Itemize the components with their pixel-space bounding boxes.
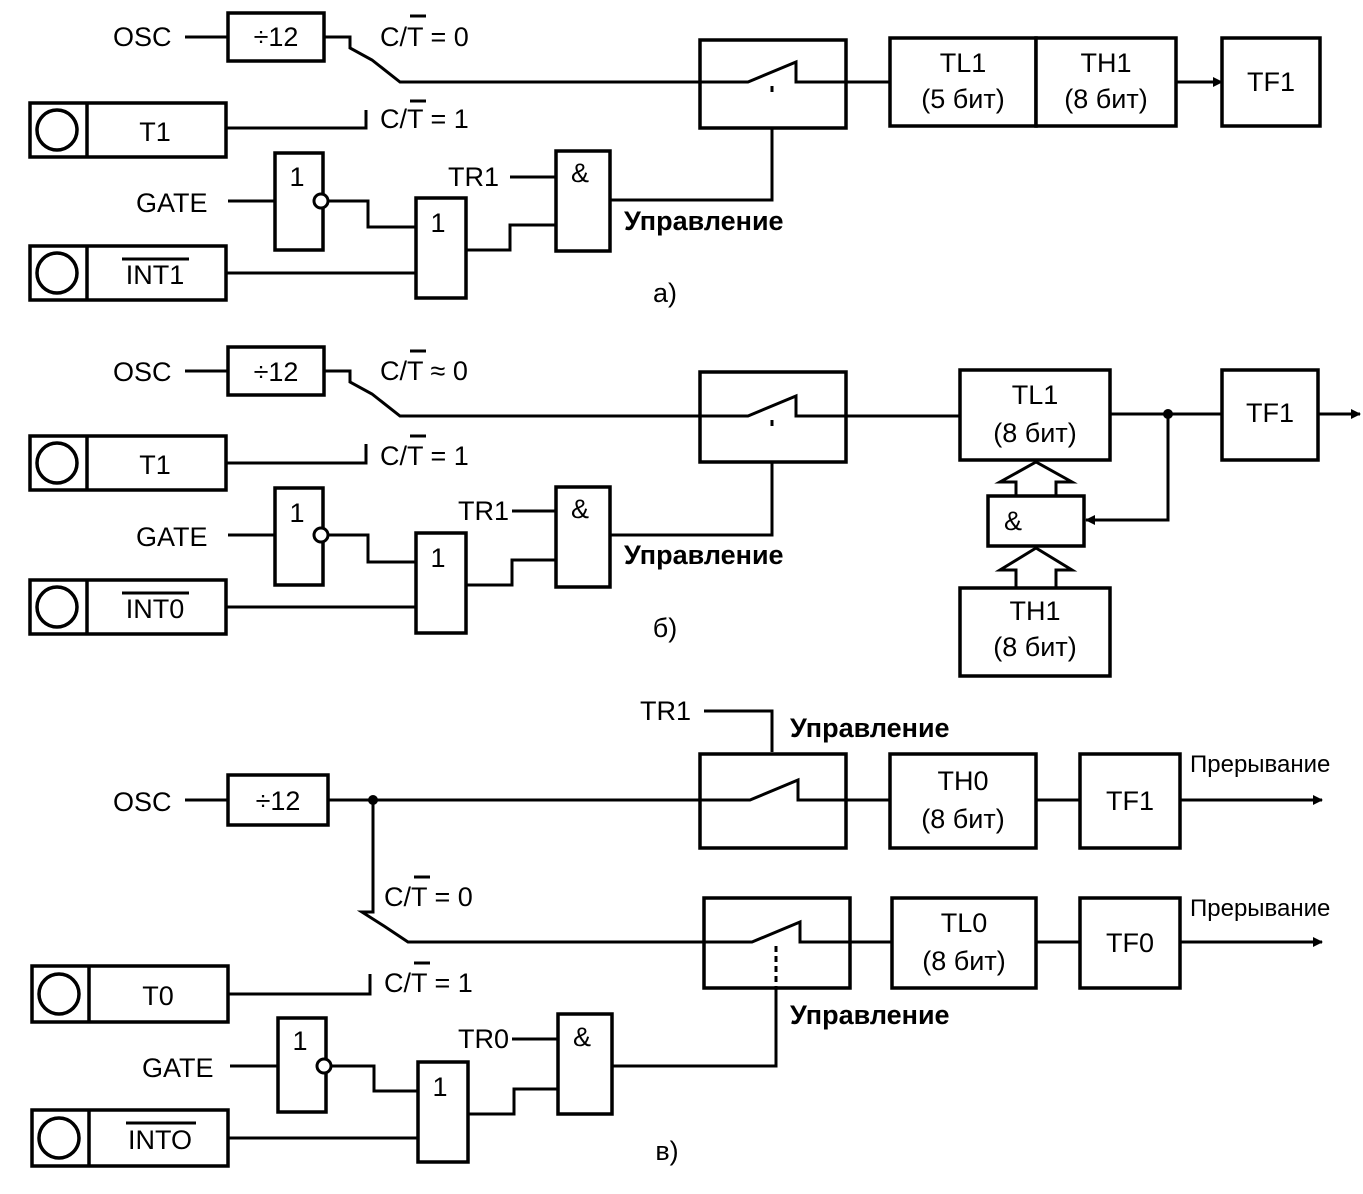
interrupt-top-label: Прерывание xyxy=(1190,751,1330,778)
and-gate-label: & xyxy=(571,158,589,188)
switch-box xyxy=(698,38,848,130)
not-gate-label: 1 xyxy=(289,498,304,528)
gate-label: GATE xyxy=(136,188,208,218)
bus-arrow-up-icon xyxy=(994,460,1078,496)
counter-low-label: TL0 xyxy=(941,908,988,938)
counter-high-bits: (8 бит) xyxy=(921,804,1004,834)
pin-t-label: T1 xyxy=(139,450,171,480)
ct0-label: C/T = 0 xyxy=(384,882,473,912)
control-label: Управление xyxy=(624,540,784,570)
or-gate-label: 1 xyxy=(432,1072,447,1102)
flag-top-label: TF1 xyxy=(1106,786,1154,816)
tr-label: TR1 xyxy=(458,496,509,526)
not-gate-label: 1 xyxy=(289,162,304,192)
ct1-label: C/T = 1 xyxy=(380,441,469,471)
counter-high-label: TH1 xyxy=(1080,48,1131,78)
flag-label: TF1 xyxy=(1246,398,1294,428)
counter-low xyxy=(890,896,1038,990)
reload-gate-label: & xyxy=(1004,506,1022,536)
osc-label: OSC xyxy=(113,787,172,817)
caption-a: а) xyxy=(653,278,677,308)
pin-circle-icon xyxy=(37,1116,81,1160)
tr0-label: TR0 xyxy=(458,1024,509,1054)
pin-t-label: T0 xyxy=(142,981,174,1011)
control-label: Управление xyxy=(624,206,784,236)
control-bottom-label: Управление xyxy=(790,1000,950,1030)
bus-arrow-up-icon xyxy=(994,546,1078,588)
tr1-label: TR1 xyxy=(640,696,691,726)
ct0-label: C/T ≈ 0 xyxy=(380,356,468,386)
and-gate xyxy=(556,1012,614,1116)
reload-gate xyxy=(986,494,1086,548)
or-gate xyxy=(414,196,468,300)
gate-label: GATE xyxy=(136,522,208,552)
pin-circle-icon xyxy=(35,251,79,295)
pin-t-label: T1 xyxy=(139,117,171,147)
counter-high xyxy=(958,586,1112,678)
divider-label: ÷12 xyxy=(256,786,301,816)
counter-high-bits: (8 бит) xyxy=(1064,84,1147,114)
inverter-bubble-icon xyxy=(312,526,330,544)
counter-low-bits: (8 бит) xyxy=(993,418,1076,448)
pin-circle-icon xyxy=(35,441,79,485)
and-gate-label: & xyxy=(573,1022,591,1052)
or-gate-label: 1 xyxy=(430,543,445,573)
counter-high-label: TH0 xyxy=(937,766,988,796)
flag-box xyxy=(1220,368,1320,462)
panel-b: OSC ÷12 C/T ≈ 0 T1 C/T = 1 GATE 1 INT0 1… xyxy=(28,345,1361,678)
pin-circle-icon xyxy=(35,585,79,629)
counter-high xyxy=(888,752,1038,850)
caption-c: в) xyxy=(655,1136,678,1166)
flag-label: TF1 xyxy=(1247,67,1295,97)
and-gate xyxy=(554,149,612,253)
counter-high-bits: (8 бит) xyxy=(993,632,1076,662)
osc-label: OSC xyxy=(113,22,172,52)
control-top-label: Управление xyxy=(790,713,950,743)
ct1-label: C/T = 1 xyxy=(380,104,469,134)
counter-low-bits: (8 бит) xyxy=(922,946,1005,976)
flag-top xyxy=(1078,752,1182,850)
or-gate xyxy=(414,531,468,635)
and-gate xyxy=(554,485,612,589)
ct0-label: C/T = 0 xyxy=(380,22,469,52)
divider-box xyxy=(226,773,330,827)
pin-int-label: INT0 xyxy=(126,594,185,624)
or-gate xyxy=(416,1060,470,1164)
counter-low-label: TL1 xyxy=(1012,380,1059,410)
pin-int-label: INT1 xyxy=(126,260,185,290)
divider-label: ÷12 xyxy=(254,22,299,52)
panel-c: TR1 Управление OSC ÷12 TH0 (8 бит) TF1 П… xyxy=(30,696,1330,1168)
divider-box xyxy=(226,345,326,397)
gate-label: GATE xyxy=(142,1053,214,1083)
flag-box xyxy=(1220,36,1322,128)
interrupt-bottom-label: Прерывание xyxy=(1190,895,1330,922)
caption-b: б) xyxy=(653,613,677,643)
inverter-bubble-icon xyxy=(315,1057,333,1075)
pin-circle-icon xyxy=(37,972,81,1016)
counter-high xyxy=(1034,36,1178,128)
pin-int-label: INTO xyxy=(128,1125,192,1155)
or-gate-label: 1 xyxy=(430,208,445,238)
panel-a: OSC ÷12 C/T = 0 T1 C/T = 1 GATE 1 INT1 1 xyxy=(28,11,1322,308)
ct1-label: C/T = 1 xyxy=(384,968,473,998)
divider-label: ÷12 xyxy=(254,357,299,387)
pin-circle-icon xyxy=(35,108,79,152)
counter-high-label: TH1 xyxy=(1009,596,1060,626)
not-gate-label: 1 xyxy=(292,1026,307,1056)
inverter-bubble-icon xyxy=(312,192,330,210)
tr-label: TR1 xyxy=(448,162,499,192)
flag-bottom-label: TF0 xyxy=(1106,928,1154,958)
not-gate xyxy=(273,486,325,587)
and-gate-label: & xyxy=(571,494,589,524)
flag-bottom xyxy=(1078,896,1182,990)
counter-low-bits: (5 бит) xyxy=(921,84,1004,114)
osc-label: OSC xyxy=(113,357,172,387)
counter-low-label: TL1 xyxy=(940,48,987,78)
